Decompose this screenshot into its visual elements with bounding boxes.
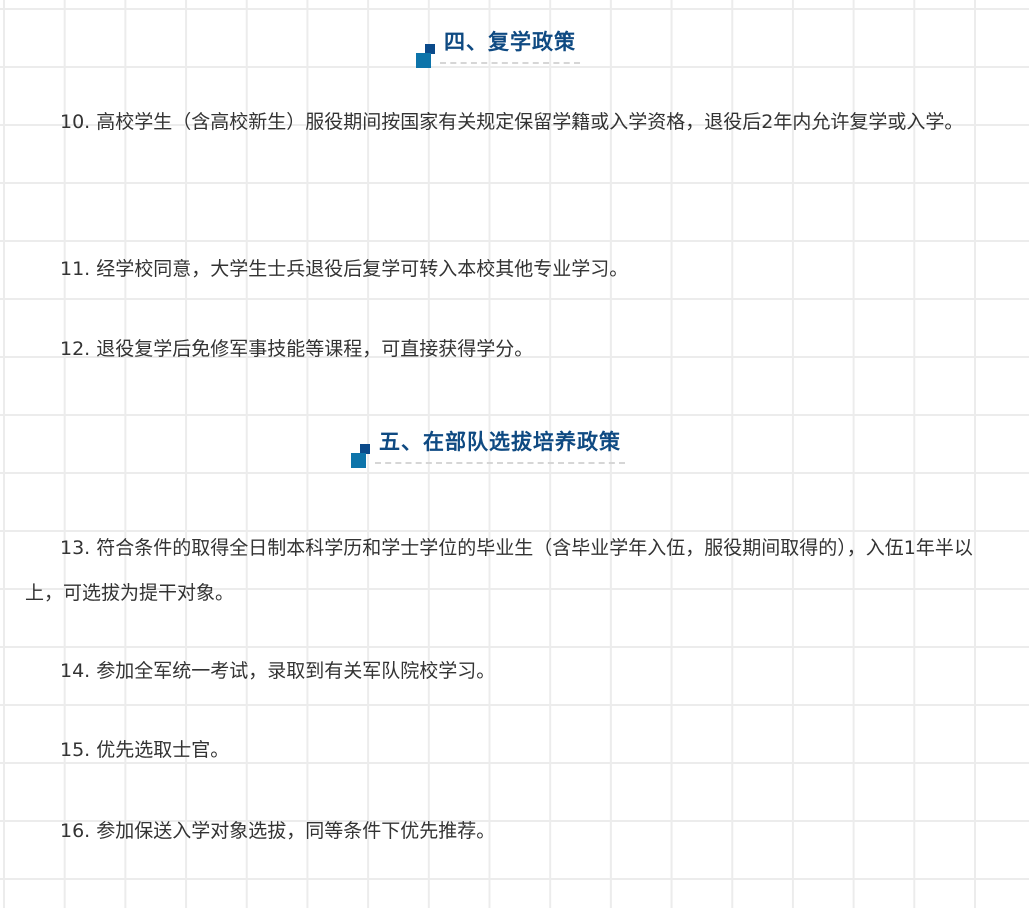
policy-item: 16. 参加保送入学对象选拔，同等条件下优先推荐。: [60, 820, 496, 842]
heading-square-icon: [351, 444, 373, 468]
heading-square-icon: [416, 44, 438, 68]
policy-item: 12. 退役复学后免修军事技能等课程，可直接获得学分。: [60, 338, 534, 360]
policy-item: 13. 符合条件的取得全日制本科学历和学士学位的毕业生（含毕业学年入伍，服役期间…: [25, 537, 973, 604]
heading-title: 五、在部队选拔培养政策: [375, 426, 625, 464]
policy-item: 10. 高校学生（含高校新生）服役期间按国家有关规定保留学籍或入学资格，退役后2…: [60, 111, 964, 133]
heading-title: 四、复学政策: [440, 26, 580, 64]
section-heading-resume-study: 四、复学政策: [416, 26, 580, 68]
policy-item: 14. 参加全军统一考试，录取到有关军队院校学习。: [60, 660, 496, 682]
policy-item: 15. 优先选取士官。: [60, 739, 230, 761]
policy-item: 11. 经学校同意，大学生士兵退役后复学可转入本校其他专业学习。: [60, 258, 629, 280]
section-heading-army-selection: 五、在部队选拔培养政策: [351, 426, 625, 468]
